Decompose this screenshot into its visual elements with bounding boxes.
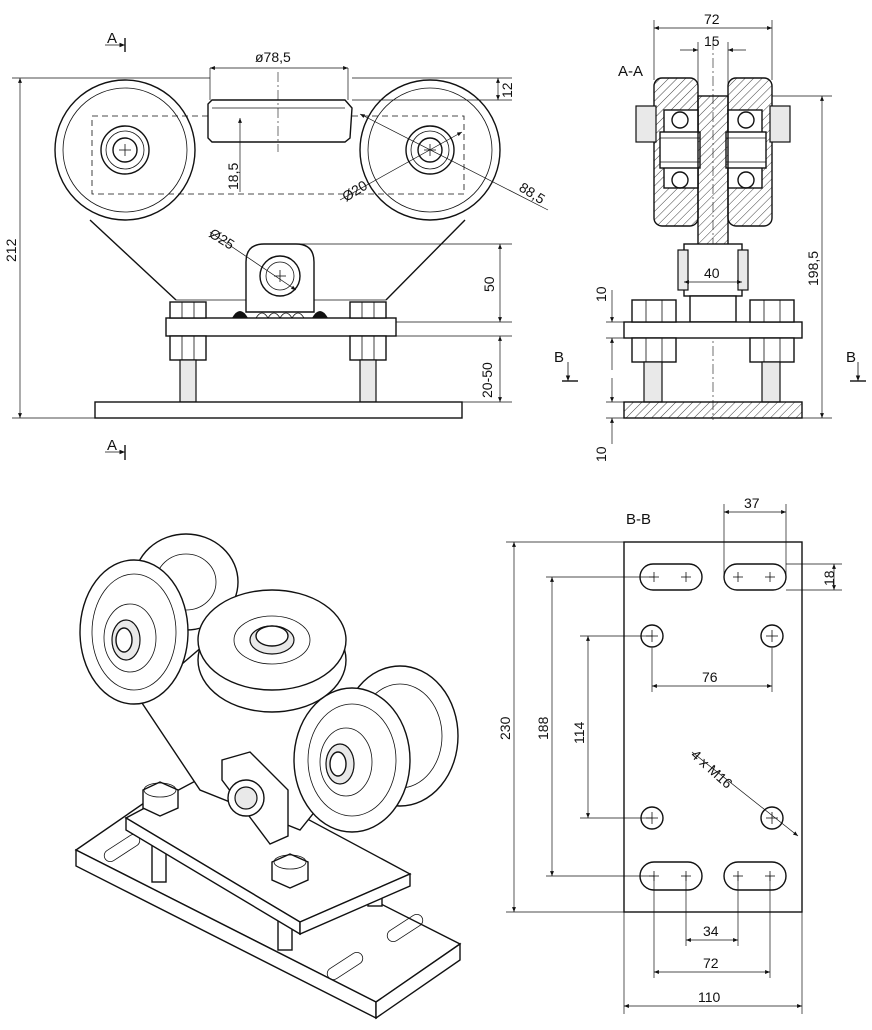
dim-aa-10-bottom: 10 bbox=[593, 378, 624, 462]
svg-text:18,5: 18,5 bbox=[225, 163, 241, 190]
dim-aa-198-5: 198,5 bbox=[772, 95, 832, 419]
svg-text:110: 110 bbox=[698, 989, 721, 1005]
svg-text:37: 37 bbox=[744, 495, 760, 511]
svg-text:34: 34 bbox=[703, 923, 719, 939]
svg-text:B: B bbox=[554, 349, 564, 366]
section-marker-a-top: A bbox=[105, 30, 126, 52]
svg-text:72: 72 bbox=[703, 955, 719, 971]
dim-bb-4xm16: 4 x M16 bbox=[688, 746, 799, 837]
svg-text:A: A bbox=[107, 30, 117, 47]
front-base-plate bbox=[94, 401, 463, 419]
dim-50: 50 bbox=[300, 243, 512, 323]
dim-bb-114: 114 bbox=[571, 635, 652, 819]
section-marker-a-bottom: A bbox=[105, 437, 126, 460]
dim-bb-188: 188 bbox=[535, 576, 654, 877]
dim-bb-110: 110 bbox=[623, 912, 803, 1014]
svg-text:212: 212 bbox=[3, 238, 19, 262]
dim-20-50: 20-50 bbox=[396, 335, 512, 403]
bb-slots bbox=[639, 563, 787, 891]
dim-bb-230: 230 bbox=[497, 541, 624, 913]
svg-text:198,5: 198,5 bbox=[805, 251, 821, 286]
dim-bb-34: 34 bbox=[685, 876, 739, 946]
svg-text:A: A bbox=[107, 437, 117, 454]
svg-text:10: 10 bbox=[593, 446, 609, 462]
svg-text:72: 72 bbox=[704, 11, 720, 27]
dim-78-5: ø78,5 bbox=[209, 49, 349, 100]
svg-text:10: 10 bbox=[593, 286, 609, 302]
svg-text:20-50: 20-50 bbox=[479, 362, 495, 398]
svg-text:88,5: 88,5 bbox=[516, 179, 548, 207]
svg-text:15: 15 bbox=[704, 33, 720, 49]
dim-bb-76: 76 bbox=[651, 648, 773, 692]
dim-aa-15: 15 bbox=[680, 33, 746, 98]
dim-212: 212 bbox=[3, 77, 210, 419]
section-aa-view: A-A bbox=[554, 11, 866, 462]
svg-text:ø78,5: ø78,5 bbox=[255, 49, 291, 65]
section-aa-left-wheel bbox=[635, 77, 701, 227]
svg-text:40: 40 bbox=[704, 265, 720, 281]
section-aa-title: A-A bbox=[618, 63, 643, 80]
dim-aa-40: 40 bbox=[684, 265, 742, 284]
svg-text:50: 50 bbox=[481, 276, 497, 292]
svg-text:230: 230 bbox=[497, 716, 513, 740]
svg-text:Ø25: Ø25 bbox=[206, 225, 237, 253]
svg-text:188: 188 bbox=[535, 716, 551, 740]
dim-aa-10-top: 10 bbox=[593, 286, 624, 370]
dim-aa-72: 72 bbox=[653, 11, 773, 80]
front-view: A A ø78,5 12 18,5 Ø20 bbox=[3, 30, 548, 460]
section-marker-b-right: B bbox=[846, 349, 866, 382]
front-nuts bbox=[169, 301, 387, 361]
front-top-wheel bbox=[207, 99, 353, 143]
svg-text:B: B bbox=[846, 349, 856, 366]
front-left-wheel bbox=[54, 79, 196, 221]
section-marker-b-left: B bbox=[554, 349, 578, 382]
svg-text:18: 18 bbox=[821, 570, 837, 586]
svg-text:76: 76 bbox=[702, 669, 718, 685]
front-lug bbox=[232, 243, 328, 319]
dim-bb-18: 18 bbox=[786, 563, 842, 591]
section-aa-right-wheel bbox=[725, 77, 791, 227]
section-bb-view: B-B bbox=[497, 495, 842, 1014]
svg-text:12: 12 bbox=[499, 82, 515, 98]
front-right-wheel bbox=[359, 79, 501, 221]
svg-text:114: 114 bbox=[571, 721, 587, 744]
dim-bb-37: 37 bbox=[723, 495, 787, 576]
isometric-view bbox=[74, 533, 462, 1020]
dim-18-5: 18,5 bbox=[225, 118, 242, 192]
dim-12: 12 bbox=[352, 77, 515, 101]
bb-holes bbox=[640, 624, 784, 830]
bb-base-plate bbox=[623, 541, 803, 913]
svg-text:4 x M16: 4 x M16 bbox=[688, 746, 736, 791]
dim-bb-72: 72 bbox=[653, 876, 771, 978]
svg-text:Ø20: Ø20 bbox=[339, 177, 370, 205]
section-bb-title: B-B bbox=[626, 511, 651, 528]
